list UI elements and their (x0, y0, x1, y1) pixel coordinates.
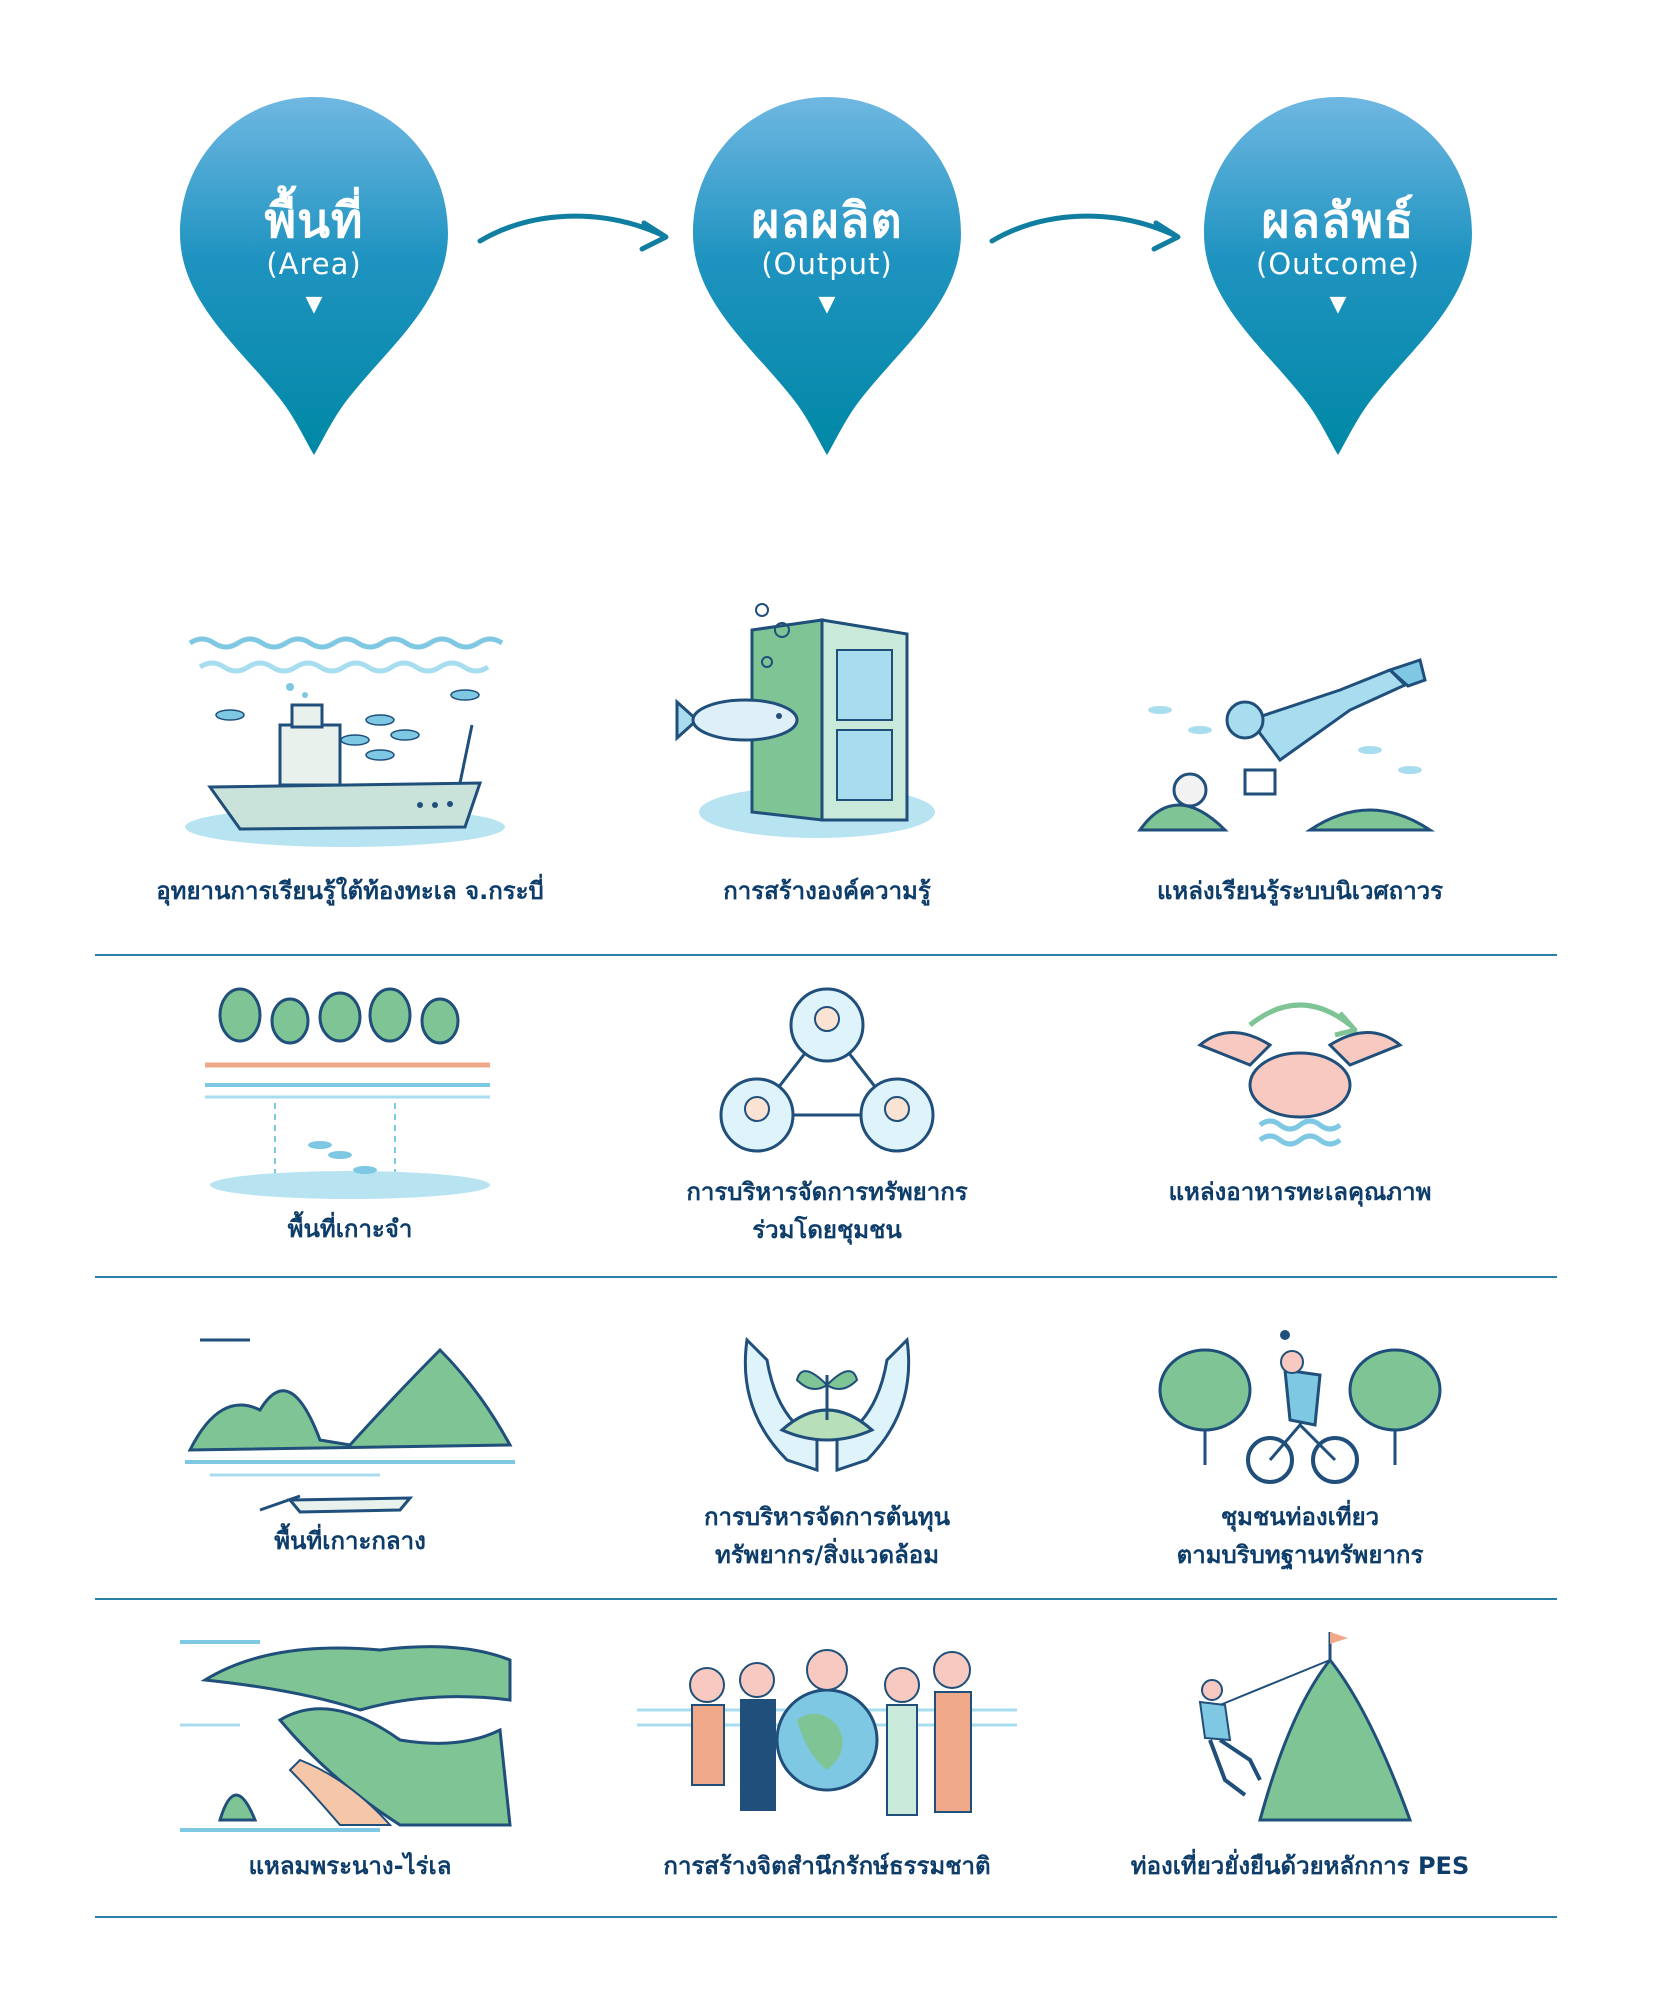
row-divider (95, 1276, 1557, 1278)
output-label-line2: ร่วมโดยชุมชน (752, 1216, 902, 1244)
row-divider (95, 1598, 1557, 1600)
area-label: อุทยานการเรียนรู้ใต้ท้องทะเล จ.กระบี่ (156, 877, 544, 905)
down-triangle-icon: ▼ (818, 292, 836, 317)
down-triangle-icon: ▼ (305, 292, 323, 317)
outcome-label: แหล่งอาหารทะเลคุณภาพ (1168, 1178, 1432, 1206)
pin-english-title: (Output) (761, 247, 893, 281)
pin-area: พื้นที่ (Area) ▼ (177, 95, 451, 467)
pin-thai-title: พื้นที่ (264, 193, 364, 249)
pin-thai-title: ผลผลิต (751, 193, 903, 249)
arrow-right-icon (989, 213, 1181, 252)
diver-icon (1137, 658, 1435, 832)
outcome-label: ชุมชนท่องเที่ยว (1220, 1503, 1380, 1531)
outcome-label: แหล่งเรียนรู้ระบบนิเวศถาวร (1156, 877, 1444, 905)
book-fish-icon (675, 603, 935, 838)
outcome-label: ท่องเที่ยวยั่งยืนด้วยหลักการ PES (1130, 1852, 1470, 1880)
area-label: พื้นที่เกาะจำ (287, 1215, 413, 1243)
map-pin-icon (1204, 97, 1472, 455)
community-network-icon (719, 987, 935, 1153)
pin-english-title: (Area) (266, 247, 362, 281)
pin-outcome: ผลลัพธ์ (Outcome) ▼ (1201, 95, 1475, 467)
arrow-right-icon (477, 213, 669, 252)
hands-sprout-icon (743, 1336, 911, 1473)
pin-thai-title: ผลลัพธ์ (1261, 193, 1415, 249)
pin-english-title: (Outcome) (1256, 247, 1420, 281)
pin-output: ผลผลิต (Output) ▼ (690, 95, 964, 467)
shipwreck-icon (185, 636, 505, 847)
area-label: แหลมพระนาง-ไร่เล (248, 1852, 452, 1880)
climber-mountain-icon (1198, 1632, 1413, 1822)
mangrove-icon (205, 987, 490, 1199)
crab-icon (1197, 1002, 1403, 1147)
output-label: การบริหารจัดการทรัพยากร (686, 1178, 968, 1206)
map-pin-icon (693, 97, 961, 455)
cyclist-icon (1158, 1330, 1442, 1484)
down-triangle-icon: ▼ (1329, 292, 1347, 317)
row-divider (95, 1916, 1557, 1918)
row-divider (95, 954, 1557, 956)
output-label: การบริหารจัดการต้นทุน (704, 1503, 950, 1531)
people-globe-icon (637, 1649, 1017, 1816)
island-boat-icon (185, 1338, 515, 1514)
output-label: การสร้างจิตสำนึกรักษ์ธรรมชาติ (663, 1852, 991, 1880)
output-label: การสร้างองค์ความรู้ (723, 877, 931, 905)
outcome-label-line2: ตามบริบทฐานทรัพยากร (1176, 1541, 1424, 1569)
output-label-line2: ทรัพยากร/สิ่งแวดล้อม (714, 1541, 940, 1569)
area-label: พื้นที่เกาะกลาง (274, 1527, 426, 1555)
map-pin-icon (180, 97, 448, 455)
coast-map-icon (180, 1640, 512, 1832)
